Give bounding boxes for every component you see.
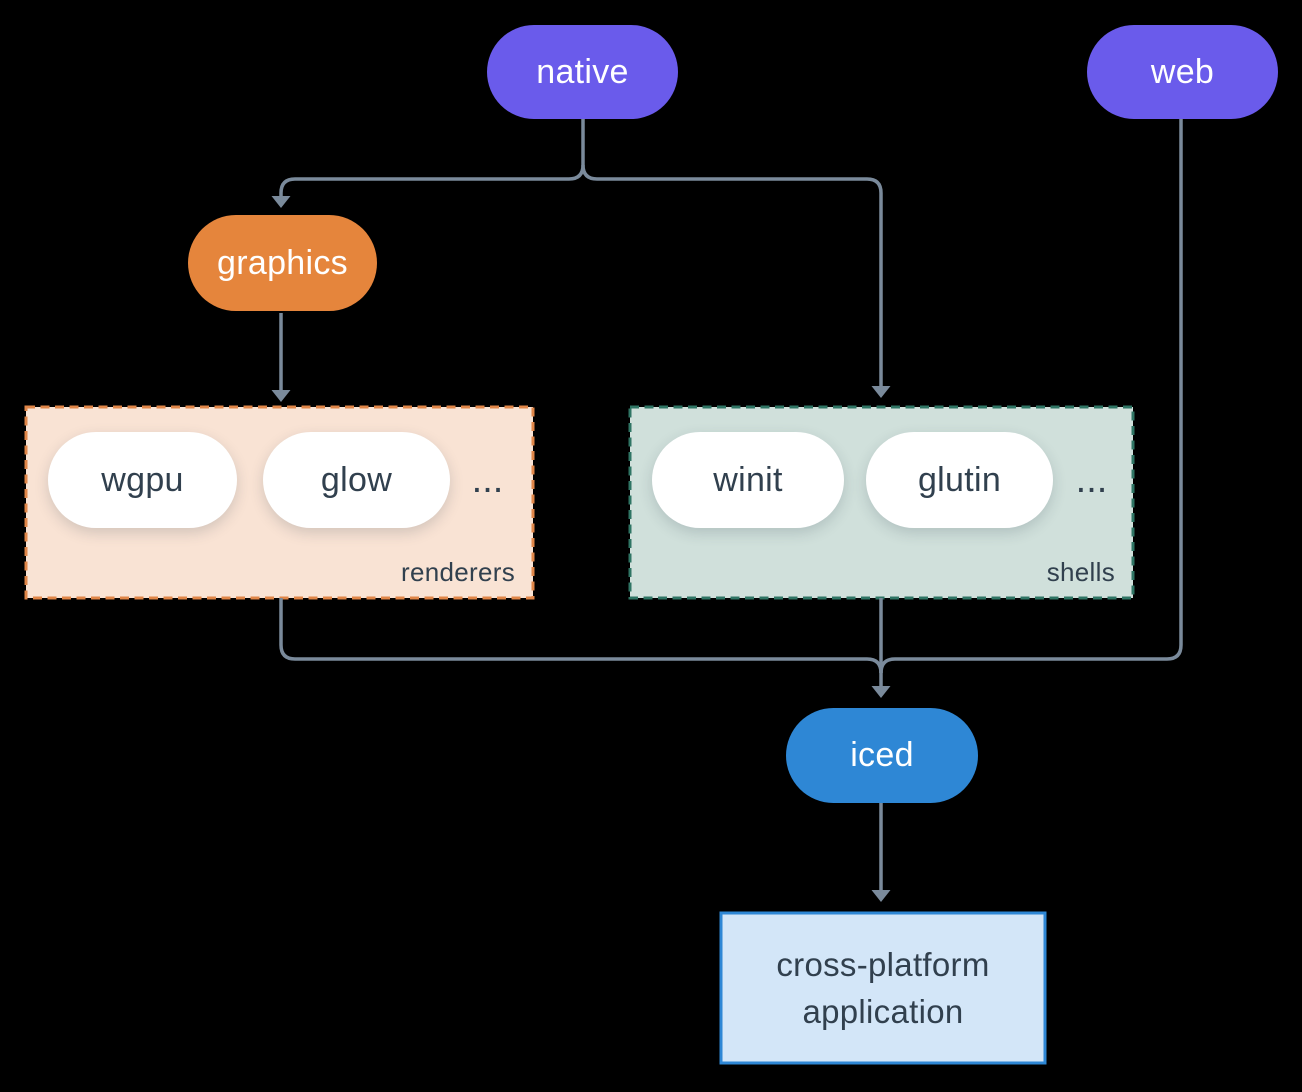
- node-glutin-label: glutin: [917, 460, 1002, 499]
- node-web-label: web: [1150, 52, 1215, 91]
- node-iced-label: iced: [850, 736, 914, 774]
- application-box-content: cross-platform application: [721, 913, 1045, 1063]
- node-glow: glow: [263, 432, 450, 528]
- arrowhead-shells: [871, 386, 891, 398]
- arrowhead-graphics: [271, 196, 291, 208]
- node-glutin: glutin: [866, 432, 1053, 528]
- node-wgpu: wgpu: [48, 432, 237, 528]
- node-glow-label: glow: [320, 460, 393, 499]
- shells-group-label: shells: [1046, 557, 1115, 587]
- edge-native-to-shells: [581, 164, 883, 388]
- node-winit-label: winit: [713, 460, 783, 499]
- renderers-ellipsis: ...: [471, 458, 504, 501]
- renderers-group-label: renderers: [401, 557, 515, 587]
- node-graphics: graphics: [188, 215, 377, 311]
- node-native: native: [487, 25, 678, 119]
- arrowhead-application: [871, 890, 891, 902]
- edge-renderers-to-iced: [279, 598, 883, 674]
- shells-ellipsis: ...: [1075, 458, 1108, 501]
- edge-web-to-iced: [879, 118, 1183, 674]
- arrowhead-iced: [871, 686, 891, 698]
- arrowhead-renderers: [271, 390, 291, 402]
- node-web: web: [1087, 25, 1278, 119]
- node-wgpu-label: wgpu: [101, 460, 184, 499]
- node-iced: iced: [786, 708, 978, 803]
- application-box-label: cross-platform application: [776, 946, 990, 1030]
- node-winit: winit: [652, 432, 844, 528]
- edge-native-to-graphics: [279, 119, 585, 198]
- node-native-label: native: [536, 52, 629, 91]
- node-graphics-label: graphics: [217, 243, 348, 282]
